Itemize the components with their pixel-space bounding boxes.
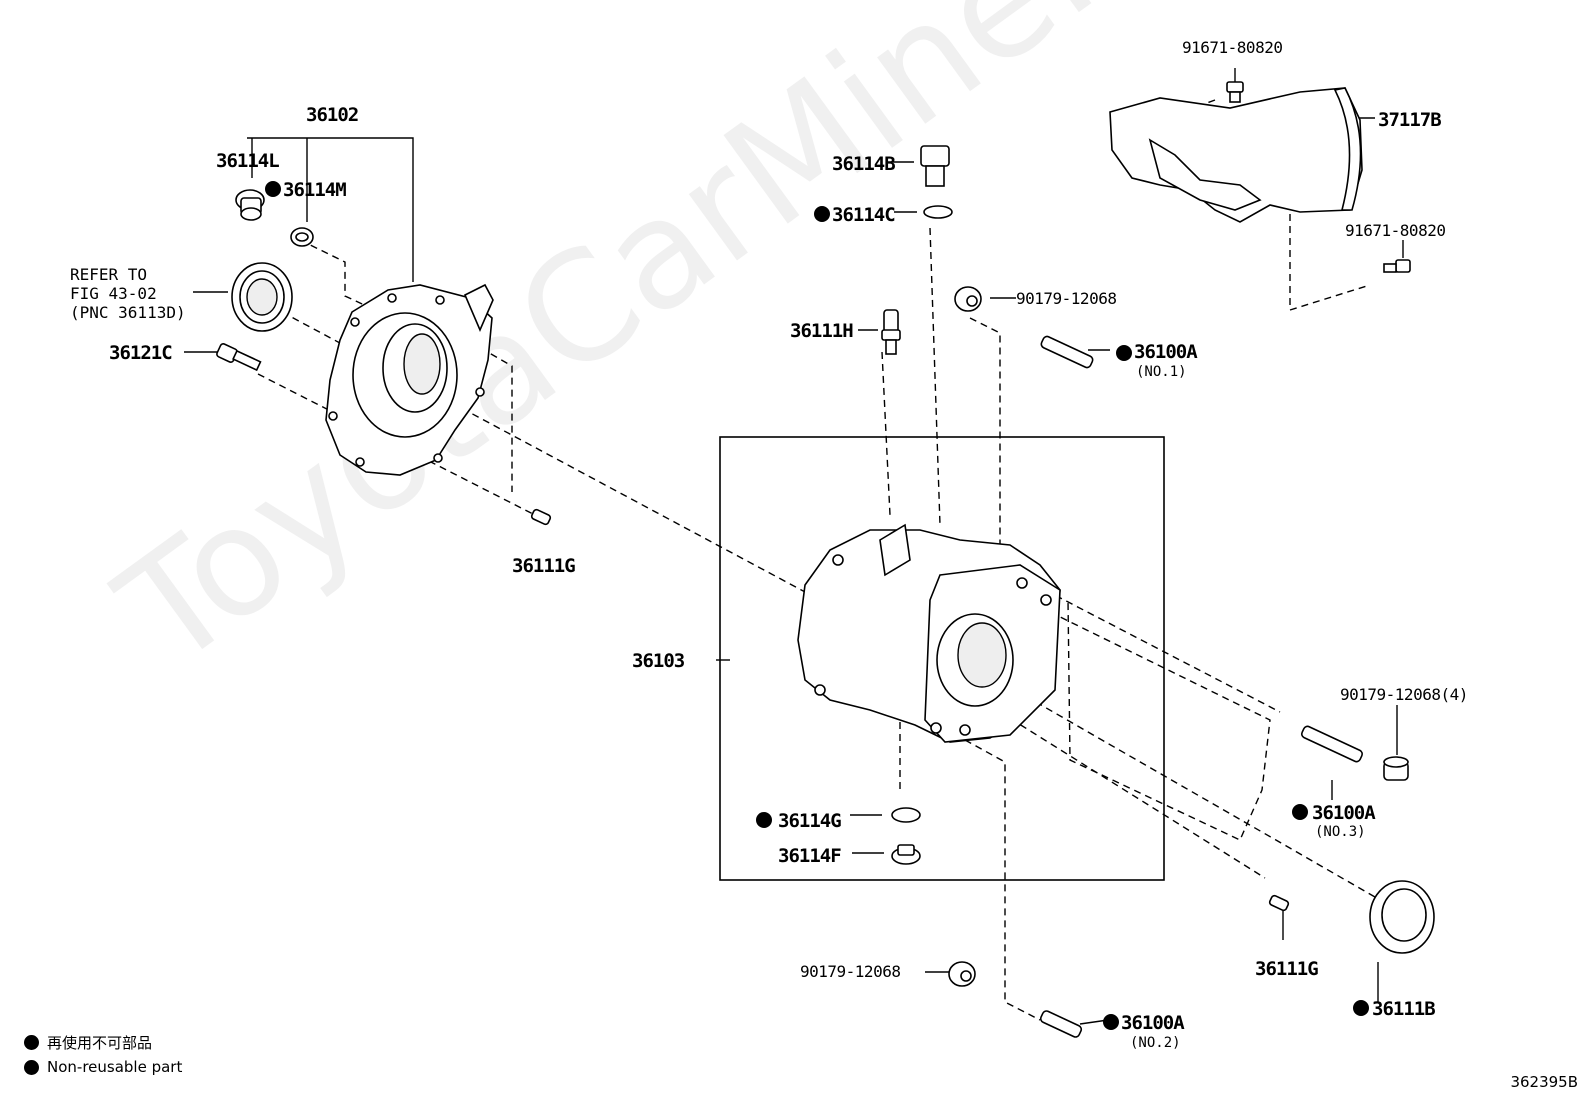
label-36100A-no3-sub: (NO.3)	[1315, 824, 1366, 840]
label-36100A-no1-sub: (NO.1)	[1136, 364, 1187, 380]
bolt-91671-top	[1226, 81, 1244, 103]
label-36100A-no2-sub: (NO.2)	[1130, 1035, 1181, 1051]
label-refer-line1: REFER TO	[70, 265, 147, 284]
label-36111G-bottom: 36111G	[1255, 958, 1318, 980]
label-90179-top: 90179-12068	[1016, 289, 1116, 308]
nut-90179-right	[1383, 756, 1409, 781]
oil-seal-refer	[231, 262, 293, 332]
label-refer-line3: (PNC 36113D)	[70, 303, 186, 322]
stud-36100A-3	[1300, 725, 1364, 763]
label-36100A-no2: 36100A	[1121, 1012, 1185, 1034]
plug-36114F	[891, 844, 921, 865]
label-36114F: 36114F	[778, 845, 841, 867]
label-90179-bottom: 90179-12068	[800, 962, 900, 981]
label-36114C: 36114C	[832, 204, 895, 226]
label-37117B: 37117B	[1378, 109, 1441, 131]
breather-36111H	[881, 309, 901, 355]
part-labels: 36102 36114L 36114M REFER TO FIG 43-02 (…	[70, 38, 1468, 1051]
label-36114M: 36114M	[283, 179, 346, 201]
label-36111H: 36111H	[790, 320, 853, 342]
stud-36100A-2	[1039, 1010, 1083, 1038]
gasket-36114G	[891, 807, 921, 823]
non-reusable-dot-icon	[24, 1035, 39, 1050]
plug-36114L	[235, 189, 265, 221]
oil-seal-36111B	[1369, 880, 1435, 954]
bolt-91671-right	[1383, 259, 1411, 273]
case-36103	[797, 523, 1061, 743]
dowel-36111G-top	[530, 508, 552, 526]
label-90179-right: 90179-12068(4)	[1340, 685, 1468, 704]
label-36114L: 36114L	[216, 150, 279, 172]
assembly-box	[719, 436, 1165, 881]
label-36100A-no1: 36100A	[1134, 341, 1198, 363]
assembly-lines	[257, 99, 1376, 1021]
label-36102: 36102	[306, 104, 358, 126]
label-36100A-no3: 36100A	[1312, 802, 1376, 824]
label-91671-right: 91671-80820	[1345, 221, 1445, 240]
label-36121C: 36121C	[109, 342, 172, 364]
drain-plug-36114B	[920, 145, 950, 187]
label-36114B: 36114B	[832, 153, 895, 175]
legend-text-jp: 再使用不可部品	[47, 1034, 153, 1052]
leader-lines	[184, 68, 1404, 1025]
stud-36100A-1	[1040, 335, 1094, 369]
legend-row-jp: 再使用不可部品	[24, 1032, 152, 1053]
dowel-36111G-bottom	[1268, 894, 1290, 912]
front-housing-36102	[325, 283, 494, 476]
label-91671-top: 91671-80820	[1182, 38, 1282, 57]
nut-90179-top	[954, 286, 982, 312]
bolt-36121C	[216, 343, 262, 372]
label-refer-line2: FIG 43-02	[70, 284, 157, 303]
non-reusable-dot-icon	[24, 1059, 39, 1075]
legend-row-en: Non-reusable part	[24, 1058, 182, 1076]
non-reusable-markers	[265, 181, 1369, 1030]
label-36114G: 36114G	[778, 810, 841, 832]
label-36111G-top: 36111G	[512, 555, 575, 577]
nut-90179-bottom	[948, 961, 976, 987]
figure-code: 362395B	[1510, 1073, 1578, 1091]
legend-text-en: Non-reusable part	[47, 1058, 183, 1076]
bracket-37117B	[1109, 87, 1363, 223]
label-36111B: 36111B	[1372, 998, 1435, 1020]
gasket-36114C	[923, 205, 953, 219]
label-36103: 36103	[632, 650, 685, 672]
